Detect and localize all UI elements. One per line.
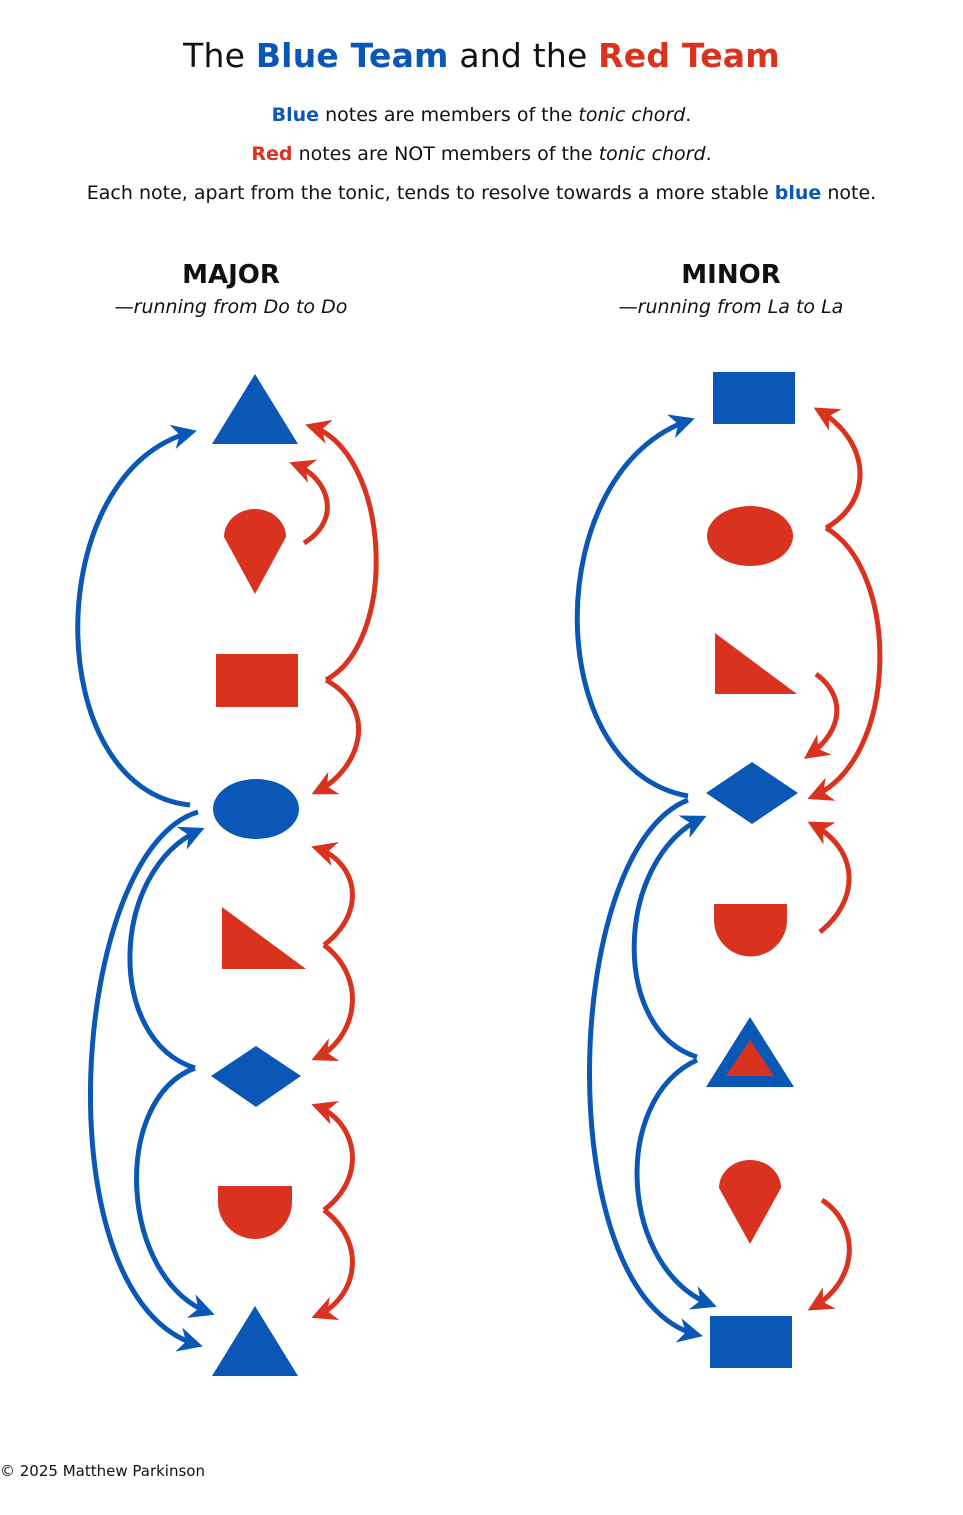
legend-blue-word: Blue (271, 104, 320, 126)
major-mi-ellipse (213, 779, 299, 839)
major-column-heading: MAJOR —running from Do to Do (51, 260, 411, 318)
title-blue-team: Blue Team (255, 36, 449, 75)
minor-arrow-fa-to-do (807, 821, 852, 934)
major-sol-diamond (211, 1046, 301, 1107)
major-do-triangle-top (212, 374, 298, 444)
major-do-triangle-bottom (212, 1306, 298, 1376)
major-arrow-fa-to-mi (311, 677, 362, 795)
minor-arrow-re-to-do (803, 671, 840, 759)
major-arrow-mi-to-do-top (75, 424, 197, 808)
major-subheading: —running from Do to Do (114, 296, 348, 318)
copyright: © 2025 Matthew Parkinson (0, 1462, 205, 1480)
legend-blue-text: notes are members of the (325, 104, 573, 126)
major-arrow-ti-to-do (289, 459, 330, 546)
minor-fa-half-circle (714, 904, 787, 957)
major-ti-drop (224, 509, 286, 594)
title-red-team: Red Team (598, 36, 780, 75)
major-re-right-triangle (222, 907, 306, 969)
minor-do-diamond (706, 762, 798, 824)
title-mid: and the (459, 36, 588, 75)
major-arrow-la-to-do (311, 1208, 355, 1320)
minor-la-rectangle-top (713, 372, 795, 424)
major-arrow-sol-to-do-bottom (134, 1065, 215, 1318)
major-arrow-la-to-sol (311, 1101, 355, 1212)
minor-subheading: —running from La to La (618, 296, 844, 318)
minor-arrow-mi-to-do (631, 815, 707, 1060)
major-la-rectangle (216, 654, 298, 707)
minor-column-heading: MINOR —running from La to La (551, 260, 911, 318)
legend-blue-italic: tonic chord (578, 104, 686, 126)
legend-red-word: Red (251, 143, 293, 165)
legend-resolve-line: Each note, apart from the tonic, tends t… (0, 182, 963, 204)
minor-mi-triangle-inner (726, 1040, 774, 1076)
minor-arrow-ti-to-la (813, 407, 863, 531)
minor-arrow-mi-to-la-bottom (634, 1057, 717, 1310)
major-scale (75, 374, 379, 1376)
legend-blue-end: . (685, 104, 692, 126)
legend-resolve-blue: blue (774, 182, 822, 204)
major-arrow-mi-to-do-bottom (87, 809, 203, 1352)
minor-arrow-do-to-la-top (574, 414, 695, 799)
minor-sol-drop (719, 1160, 781, 1244)
legend-resolve-end: note. (827, 182, 877, 204)
minor-re-right-triangle (715, 633, 797, 694)
minor-ti-ellipse (707, 506, 793, 566)
minor-arrow-ti-to-do (807, 525, 883, 801)
major-heading: MAJOR (182, 260, 280, 290)
legend-blue-line: Blue notes are members of the tonic chor… (0, 104, 963, 126)
title-prefix: The (183, 36, 246, 75)
minor-arrow-do-to-la-bottom (587, 797, 703, 1343)
minor-heading: MINOR (681, 260, 781, 290)
major-fa-half-circle (218, 1186, 292, 1239)
minor-la-rectangle-bottom (710, 1316, 792, 1368)
major-arrow-re-to-mi (311, 841, 355, 947)
page-title: The Blue Team and the Red Team (0, 36, 963, 75)
minor-scale (574, 372, 883, 1368)
legend-red-line: Red notes are NOT members of the tonic c… (0, 143, 963, 165)
major-arrow-re-to-sol (311, 943, 355, 1061)
legend-red-italic: tonic chord (598, 143, 706, 165)
legend-red-end: . (705, 143, 712, 165)
major-arrow-sol-to-mi (127, 826, 205, 1071)
major-arrow-fa-to-do (305, 419, 379, 683)
legend-red-text: notes are NOT members of the (298, 143, 593, 165)
legend-resolve-text: Each note, apart from the tonic, tends t… (86, 182, 769, 204)
minor-arrow-sol-to-la (807, 1197, 852, 1311)
